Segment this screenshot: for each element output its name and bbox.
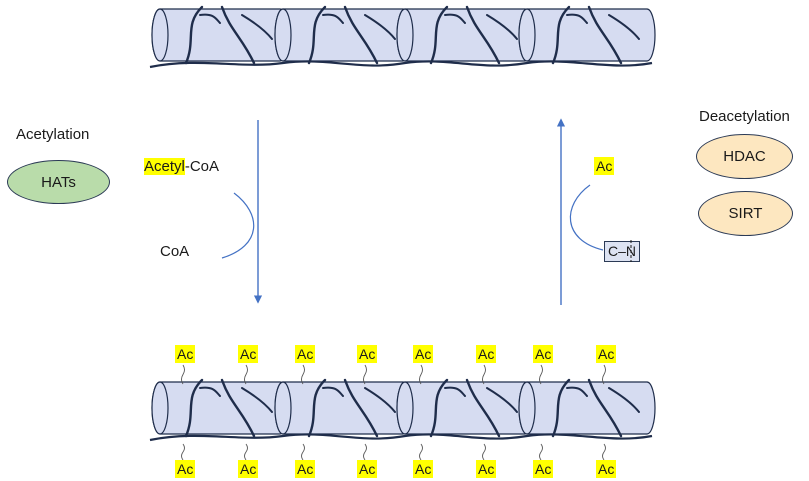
coa-product-label: CoA [160,243,190,260]
acetyl-group-top: Ac [175,345,196,364]
sirt-label: SIRT [728,205,763,222]
acetyl-group-top: Ac [413,345,434,364]
hdac-label: HDAC [723,148,766,165]
acetyl-tether [244,364,248,385]
deacetyl-release-curve [569,184,604,251]
nucleosome-cylinder [151,378,289,438]
acetyl-tether [301,364,305,385]
acetylation-title: Acetylation [16,126,90,143]
nucleosome-cylinder [396,5,534,65]
acetyl-tether [181,364,185,385]
acetyl-tether [181,443,185,461]
acetyl-tether [482,443,486,461]
unacetylated-chromatin [149,5,656,69]
acetyl-group-top: Ac [596,345,617,364]
acetyl-highlight: Acetyl [144,158,185,175]
nucleosome-cylinder [396,378,534,438]
acetyl-coa-label: Acetyl-CoA [144,158,220,175]
coa-suffix: -CoA [184,158,220,175]
acetyl-tether [419,364,423,385]
hats-enzyme: HATs [7,160,110,204]
acetyl-group-bottom: Ac [596,460,617,479]
acetyl-group-bottom: Ac [476,460,497,479]
acetyl-group-top: Ac [533,345,554,364]
nucleosome-cylinder [518,5,656,65]
acetyl-group-top: Ac [476,345,497,364]
acetyl-group-top: Ac [357,345,378,364]
hats-label: HATs [41,173,76,191]
nucleosome-cylinder [151,5,289,65]
acetyl-tether [539,364,543,385]
acetyl-tether [602,364,606,385]
acetyl-group-top: Ac [295,345,316,364]
hdac-enzyme: HDAC [696,134,793,179]
nucleosome-cylinder [274,378,412,438]
acetyl-tether [602,443,606,461]
acetyl-group-bottom: Ac [357,460,378,479]
acetyl-group-bottom: Ac [533,460,554,479]
acetyl-tether [363,364,367,385]
acetyl-group-bottom: Ac [238,460,259,479]
deacetylation-title: Deacetylation [699,108,790,125]
acetyl-transfer-curve [221,192,255,259]
acetyl-tether [301,443,305,461]
acetyl-tether [244,443,248,461]
linker-dna [149,433,653,442]
acetyl-tether [539,443,543,461]
nucleosome-cylinder [274,5,412,65]
nucleosome-cylinder [518,378,656,438]
acetyl-tether [363,443,367,461]
acetyl-group-top: Ac [238,345,259,364]
bond-cleavage-mark [630,240,632,262]
acetyl-group-bottom: Ac [295,460,316,479]
acetyl-tether [482,364,486,385]
acetyl-tether [419,443,423,461]
released-acetyl-label: Ac [594,157,615,176]
linker-dna [149,60,653,69]
acetyl-group-bottom: Ac [175,460,196,479]
acetyl-group-bottom: Ac [413,460,434,479]
sirt-enzyme: SIRT [698,191,793,236]
acetylated-chromatin [149,364,656,461]
